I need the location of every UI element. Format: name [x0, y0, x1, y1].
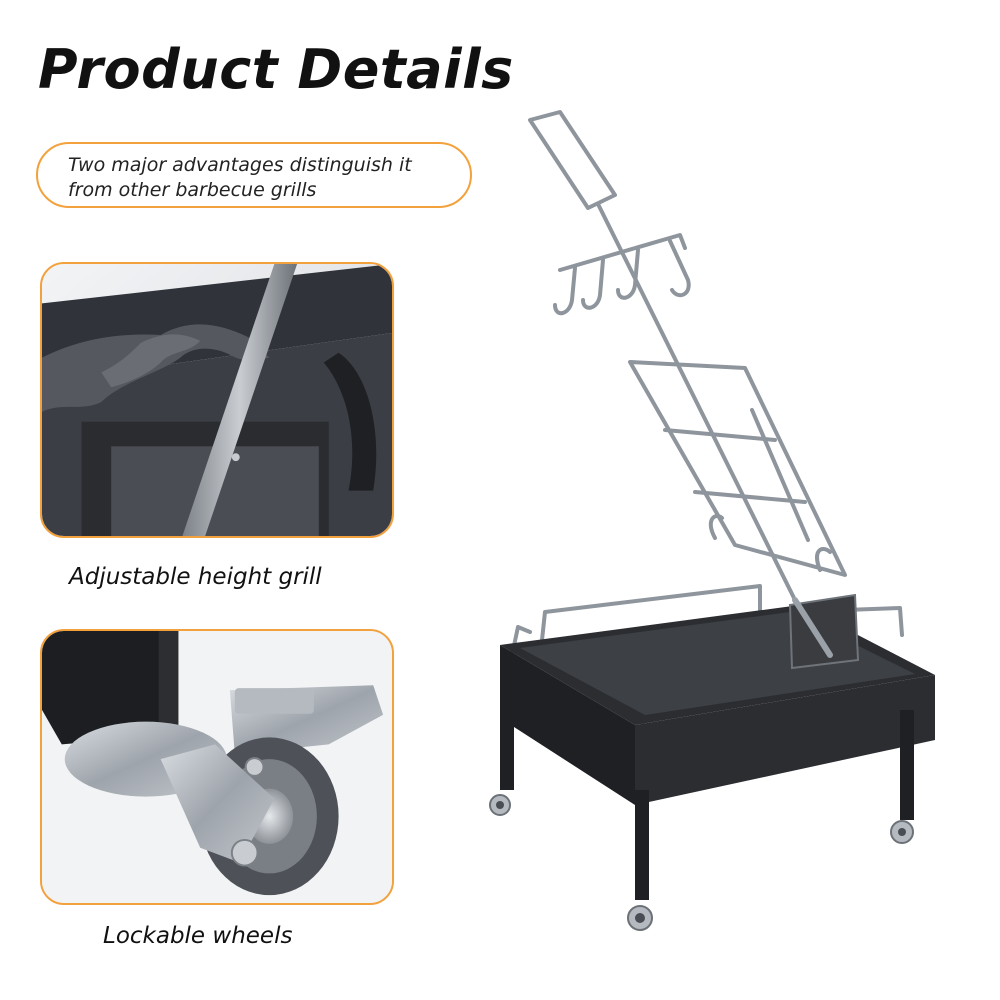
- intro-line-1: Two major advantages distinguish it: [68, 154, 412, 176]
- adjustable-height-photo: [40, 262, 394, 538]
- grill-product-image: [489, 110, 935, 931]
- adjustable-height-caption: Adjustable height grill: [69, 564, 322, 590]
- lockable-wheels-photo: [40, 629, 394, 905]
- intro-line-2: from other barbecue grills: [68, 179, 317, 201]
- intro-callout: Two major advantages distinguish it from…: [36, 142, 472, 208]
- caster-wheel-illustration: [42, 631, 392, 903]
- height-bracket-illustration: [42, 264, 392, 536]
- lockable-wheels-caption: Lockable wheels: [103, 923, 293, 949]
- page-title: Product Details: [38, 38, 514, 101]
